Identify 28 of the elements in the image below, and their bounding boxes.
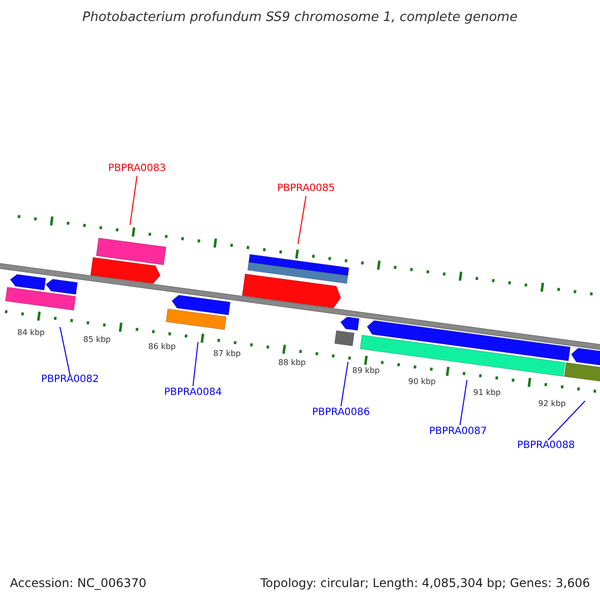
scale-label: 89 kbp [352,366,380,375]
footer-text: Topology: circular; Length: 4,085,304 bp; Genes: 3,606 [260,576,590,590]
leader-line [130,176,138,226]
scale-label: 92 kbp [538,399,566,408]
gene-label: PBPRA0084 [164,387,222,398]
gene-drawing [5,274,78,311]
leader-line [460,380,468,426]
gene-drawing [166,294,231,330]
scale-label: 87 kbp [213,349,241,358]
gene-label: PBPRA0087 [429,426,487,437]
leader-line [548,400,586,440]
leader-line [298,196,306,244]
gene-label: PBPRA0086 [312,407,370,418]
leader-line [340,362,348,406]
gene-label: PBPRA0083 [108,163,166,174]
leader-line [192,342,198,386]
footer-text: Accession: NC_006370 [10,576,146,590]
gene-label: PBPRA0085 [277,183,335,194]
gene-label: PBPRA0082 [41,374,99,385]
scale-label: 91 kbp [473,388,501,397]
leader-line [60,326,70,376]
scale-label: 88 kbp [278,358,306,367]
title: Photobacterium profundum SS9 chromosome 1, complete genome [81,10,519,25]
gene-drawing [242,254,350,308]
gene-label: PBPRA0088 [517,440,575,451]
gene-drawing [90,238,166,284]
scale-label: 85 kbp [83,335,111,344]
gene-drawing [334,316,360,346]
